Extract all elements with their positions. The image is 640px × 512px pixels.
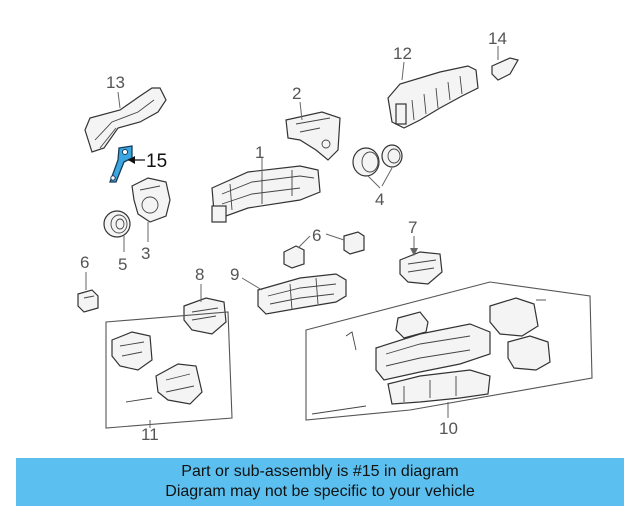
group-11-frame (105, 311, 233, 429)
callout-2: 2 (292, 84, 301, 103)
callout-11: 11 (141, 425, 159, 444)
part-15-highlighted[interactable] (109, 145, 133, 183)
callout-6-left: 6 (80, 253, 89, 272)
part-13-duct[interactable] (84, 87, 167, 153)
info-banner: Part or sub-assembly is #15 in diagram D… (16, 458, 624, 506)
callout-15: 15 (146, 151, 167, 172)
banner-line-2: Diagram may not be specific to your vehi… (165, 483, 475, 500)
callout-7: 7 (408, 218, 417, 237)
callout-9: 9 (230, 265, 239, 284)
part-14-clip[interactable] (491, 57, 519, 81)
part-6-center-clips[interactable] (283, 231, 365, 269)
group-10-frame (305, 281, 593, 421)
part-3-vent-housing[interactable] (131, 177, 171, 223)
part-6-left-clip[interactable] (77, 289, 99, 313)
callout-8: 8 (195, 265, 204, 284)
callout-4: 4 (375, 190, 384, 209)
part-7-side-vent[interactable] (399, 251, 443, 285)
part-4-round-vents[interactable] (352, 144, 403, 177)
part-1-center-vent[interactable] (211, 165, 321, 223)
parts-diagram: 13 15 3 5 6 1 (77, 29, 593, 444)
part-10-assembly[interactable] (311, 297, 551, 415)
part-11-assembly[interactable] (111, 331, 203, 405)
callout-3: 3 (141, 244, 150, 263)
part-12-duct[interactable] (387, 65, 479, 129)
banner-line-1: Part or sub-assembly is #15 in diagram (181, 463, 459, 480)
callout-5: 5 (118, 255, 127, 274)
callout-6-center: 6 (312, 226, 321, 245)
part-9-center-register[interactable] (257, 273, 347, 315)
callout-13: 13 (106, 73, 125, 92)
callout-14: 14 (488, 29, 507, 48)
part-5-round-vent[interactable] (103, 210, 131, 238)
callout-1: 1 (255, 143, 264, 162)
callout-10: 10 (439, 419, 458, 438)
part-2-bracket[interactable] (285, 111, 341, 161)
part-8-side-register[interactable] (183, 297, 227, 335)
callout-12: 12 (393, 44, 412, 63)
